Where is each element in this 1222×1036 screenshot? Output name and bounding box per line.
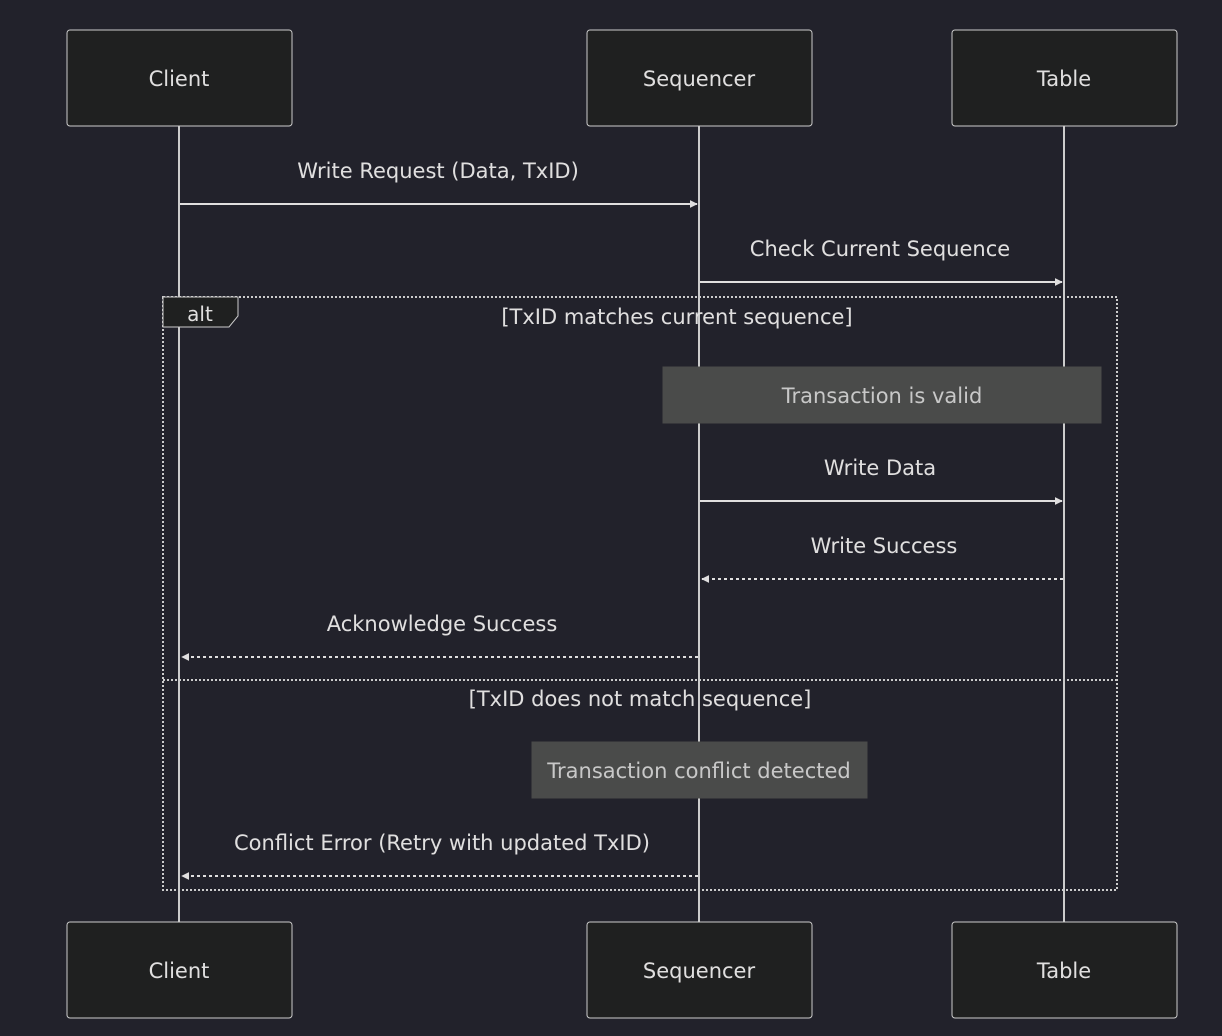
actor-client-bottom: Client bbox=[66, 921, 293, 1019]
actor-client-bottom-label: Client bbox=[149, 959, 210, 983]
actor-sequencer-top-label: Sequencer bbox=[643, 67, 756, 91]
note-transaction-conflict bbox=[531, 741, 868, 799]
actor-table-bottom-label: Table bbox=[1036, 959, 1091, 983]
alt-condition-1: [TxID matches current sequence] bbox=[501, 305, 852, 329]
note-transaction-valid bbox=[662, 366, 1102, 424]
note-transaction-valid-label: Transaction is valid bbox=[781, 384, 983, 408]
message-check-sequence-label: Check Current Sequence bbox=[750, 237, 1010, 261]
note-transaction-conflict-label: Transaction conflict detected bbox=[546, 759, 850, 783]
actor-client-top: Client bbox=[66, 29, 293, 127]
message-write-success-label: Write Success bbox=[811, 534, 958, 558]
actor-table-bottom: Table bbox=[951, 921, 1178, 1019]
actor-sequencer-top: Sequencer bbox=[586, 29, 813, 127]
message-ack-success-label: Acknowledge Success bbox=[327, 612, 558, 636]
actor-sequencer-bottom-label: Sequencer bbox=[643, 959, 756, 983]
alt-frame-tag-label: alt bbox=[187, 302, 213, 326]
alt-frame-tag bbox=[162, 296, 239, 328]
actor-table-top-label: Table bbox=[1036, 67, 1091, 91]
actor-table-top: Table bbox=[951, 29, 1178, 127]
actor-sequencer-bottom: Sequencer bbox=[586, 921, 813, 1019]
message-write-request-label: Write Request (Data, TxID) bbox=[297, 159, 579, 183]
message-write-data-label: Write Data bbox=[824, 456, 936, 480]
message-conflict-error-label: Conflict Error (Retry with updated TxID) bbox=[234, 831, 650, 855]
actor-client-top-label: Client bbox=[149, 67, 210, 91]
alt-frame bbox=[162, 296, 1118, 891]
alt-condition-2: [TxID does not match sequence] bbox=[469, 687, 812, 711]
